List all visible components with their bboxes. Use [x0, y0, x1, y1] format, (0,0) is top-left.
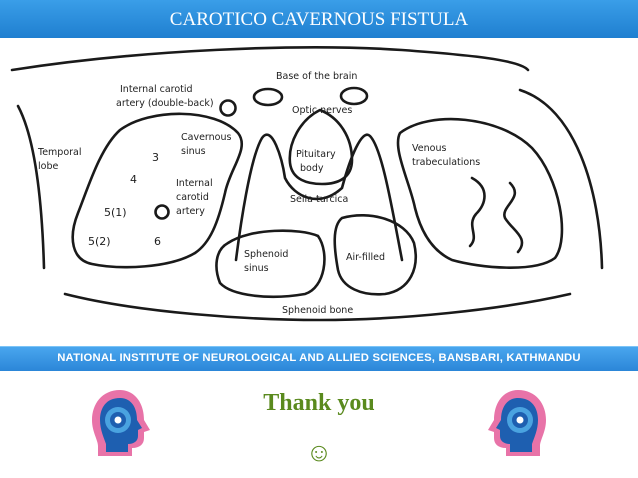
label-optic-nerves: Optic nerves: [292, 105, 352, 116]
air-filled-chamber-outline: [333, 214, 417, 296]
right-cavernous-sinus-outline: [396, 117, 564, 269]
nerve-number-5-2: 5(2): [88, 235, 111, 248]
smiley-icon: ☺: [305, 437, 333, 467]
cavernous-sinus-diagram: Base of the brain Internal carotid arter…: [0, 38, 638, 346]
label-pituitary-line1: Pituitary: [296, 149, 336, 160]
pituitary-body-outline: [288, 108, 354, 186]
sella-turcica-outline: [234, 133, 404, 262]
label-cavernous-line2: sinus: [181, 146, 206, 157]
label-air-filled: Air-filled: [346, 252, 385, 263]
label-sella-turcica: Sella turcica: [290, 194, 348, 205]
left-optic-nerve: [252, 87, 284, 107]
venous-trabeculation-1: [468, 176, 486, 248]
label-temporal-line1: Temporal: [37, 147, 82, 158]
left-cavernous-sinus-outline: [71, 112, 244, 269]
title-bar: [0, 0, 638, 38]
label-sphenoid-bone: Sphenoid bone: [282, 305, 353, 316]
ica-double-back-circle: [219, 99, 237, 117]
right-optic-nerve: [339, 86, 369, 106]
institute-bar: [0, 346, 638, 371]
sphenoid-bone-outline: [63, 292, 572, 322]
base-of-brain-outline: [10, 46, 530, 72]
nerve-number-6: 6: [154, 235, 161, 248]
diagram-svg: Base of the brain Internal carotid arter…: [10, 46, 604, 322]
ica-circle: [154, 204, 170, 220]
nerve-number-4: 4: [130, 173, 137, 186]
sphenoid-sinus-outline: [215, 229, 326, 299]
institute-name: NATIONAL INSTITUTE OF NEUROLOGICAL AND A…: [57, 352, 581, 364]
label-ica2-line2: carotid: [176, 192, 209, 203]
right-boundary: [518, 88, 604, 270]
label-ica-line1: Internal carotid: [120, 84, 193, 95]
label-temporal-line2: lobe: [38, 161, 58, 172]
label-venous-line2: trabeculations: [412, 157, 480, 168]
label-cavernous-line1: Cavernous: [181, 132, 232, 143]
label-ica2-line1: Internal: [176, 178, 213, 189]
nerve-number-5-1: 5(1): [104, 206, 127, 219]
label-sphenoid-sinus-line2: sinus: [244, 263, 269, 274]
label-ica-line2: artery (double-back): [116, 98, 214, 109]
slide-title: CAROTICO CAVERNOUS FISTULA: [169, 9, 469, 30]
label-ica2-line3: artery: [176, 206, 205, 217]
nerve-number-3: 3: [152, 151, 159, 164]
venous-trabeculation-2: [503, 181, 524, 254]
label-venous-line1: Venous: [412, 143, 446, 154]
label-base-of-brain: Base of the brain: [276, 71, 357, 82]
label-sphenoid-sinus-line1: Sphenoid: [244, 249, 288, 260]
label-pituitary-line2: body: [300, 163, 324, 174]
institute-logo-left: [92, 390, 150, 456]
thank-you-text: Thank you: [263, 390, 375, 416]
institute-logo-right: [488, 390, 546, 456]
left-boundary: [16, 104, 46, 270]
